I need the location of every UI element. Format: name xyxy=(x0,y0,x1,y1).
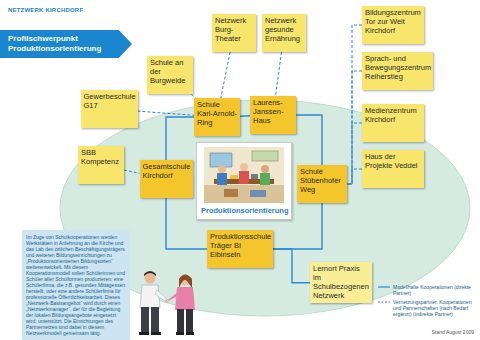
node-text: Bildungszentrum Tor zur Welt Kirchdorf xyxy=(365,9,421,36)
legend-row: Modellhafte Kooperationen (direkte Partn… xyxy=(378,284,476,296)
partner-note: Schule an der Burgweide xyxy=(147,56,193,94)
network-dashed-line xyxy=(221,52,230,98)
node-text: Laurens-Janssen-Haus xyxy=(253,99,293,126)
handshake-figures xyxy=(139,271,195,335)
node-text: Lernort Praxis im Schulbezogenen Netzwer… xyxy=(313,265,369,300)
network-dashed-line xyxy=(276,52,282,96)
banner-arrow: Profilschwerpunkt Produktionsorientierun… xyxy=(0,30,132,58)
core-partner-note: Laurens-Janssen-Haus xyxy=(250,96,296,134)
node-text: Produktionsorientierung xyxy=(201,206,287,215)
core-partner-note: Produktionsschule Träger BI Elbinseln xyxy=(207,230,273,268)
info-text-box: Im Zuge von Schulkooperationen werden We… xyxy=(22,230,130,340)
cooperation-line xyxy=(273,249,310,283)
partner-note: Netzwerk gesunde Ernährung xyxy=(262,14,306,52)
node-text: Schule Karl-Arnold-Ring xyxy=(197,101,237,128)
header-label: NETZWERK KIRCHDORF xyxy=(8,7,83,13)
partner-note: Gewerbeschule G17 xyxy=(81,90,138,128)
center-picture-box: Produktionsorientierung xyxy=(196,142,292,220)
node-text: Sprach- und Bewegungszentrum Reiherstieg xyxy=(365,55,430,82)
network-dashed-line xyxy=(347,123,362,184)
partner-note: Medienzentrum Kirchdorf xyxy=(362,104,424,142)
node-text: Gewerbeschule G17 xyxy=(84,93,135,111)
legend-line-sample xyxy=(378,300,390,304)
network-dashed-line xyxy=(347,71,362,184)
legend: Modellhafte Kooperationen (direkte Partn… xyxy=(378,284,476,320)
partner-note: Sprach- und Bewegungszentrum Reiherstieg xyxy=(362,52,433,90)
node-text: Haus der Projekte Veddel xyxy=(365,153,421,171)
legend-text: Modellhafte Kooperationen (direkte Partn… xyxy=(393,284,476,296)
partner-note: Bildungszentrum Tor zur Welt Kirchdorf xyxy=(362,6,424,44)
node-text: Produktionsschule Träger BI Elbinseln xyxy=(210,233,270,260)
workshop-illustration xyxy=(204,147,284,203)
cooperation-line xyxy=(296,115,322,165)
cooperation-line xyxy=(240,115,250,117)
partner-note: Netzwerk Burg-Theater xyxy=(212,14,256,52)
legend-row: Vernetzungspartner, Kooperationen und Pa… xyxy=(378,299,476,317)
legend-line-sample xyxy=(378,285,390,289)
network-dashed-line xyxy=(347,169,362,184)
network-dashed-line xyxy=(124,170,140,173)
date-note: Stand August 2009 xyxy=(432,329,474,335)
partner-note: Haus der Projekte Veddel xyxy=(362,150,424,188)
node-text: Gesamtschule Kirchdorf xyxy=(143,163,190,181)
legend-text: Vernetzungspartner, Kooperationen und Pa… xyxy=(393,299,476,317)
network-dashed-line xyxy=(138,111,195,115)
node-text: Netzwerk gesunde Ernährung xyxy=(265,17,303,44)
core-partner-note: Schule Stübenhofer Weg xyxy=(297,165,347,203)
node-text: Medienzentrum Kirchdorf xyxy=(365,107,421,125)
node-text: Im Zuge von Schulkooperationen werden We… xyxy=(26,234,126,336)
node-text: Profilschwerpunkt Produktionsorientierun… xyxy=(8,34,116,54)
core-partner-note: Gesamtschule Kirchdorf xyxy=(140,160,193,198)
partner-note: SBB Kompetenz xyxy=(78,146,124,184)
node-text: SBB Kompetenz xyxy=(81,149,121,167)
node-text: Schule an der Burgweide xyxy=(150,59,190,86)
network-dashed-line xyxy=(347,25,362,184)
node-text: Netzwerk Burg-Theater xyxy=(215,17,253,44)
core-partner-note: Schule Karl-Arnold-Ring xyxy=(194,98,240,136)
node-text: Schule Stübenhofer Weg xyxy=(300,168,344,195)
partner-note: Lernort Praxis im Schulbezogenen Netzwer… xyxy=(310,262,372,303)
cooperation-line xyxy=(166,117,194,160)
